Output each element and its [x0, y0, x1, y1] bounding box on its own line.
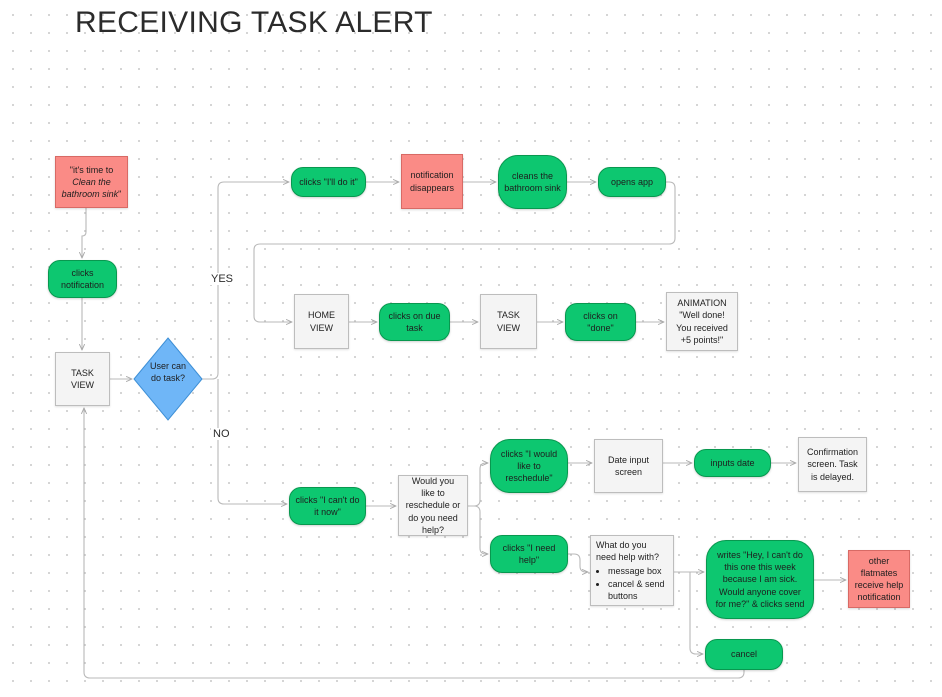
- help-options-screen: What do you need help with? message box …: [590, 535, 674, 606]
- clicks-reschedule-step[interactable]: clicks "I would like to reschedule": [490, 439, 568, 493]
- alert-prefix: "it's time to: [69, 164, 114, 175]
- connector: [568, 553, 588, 572]
- animation-screen: ANIMATION "Well done! You received +5 po…: [666, 292, 738, 351]
- home-view-screen: HOME VIEW: [294, 294, 349, 349]
- date-input-screen: Date input screen: [594, 439, 663, 493]
- connector: [217, 379, 287, 504]
- decision-label: User can do task?: [150, 361, 187, 384]
- notification-disappears-step: notification disappears: [401, 154, 463, 209]
- help-item: message box: [608, 565, 668, 577]
- help-items-list: message box cancel & send buttons: [596, 565, 668, 601]
- opens-app-step[interactable]: opens app: [598, 167, 666, 197]
- clicks-cant-do-step[interactable]: clicks "I can't do it now": [289, 487, 366, 525]
- task-alert-notification: "it's time to Clean the bathroom sink": [55, 156, 128, 208]
- help-item: cancel & send buttons: [608, 578, 668, 602]
- clicks-need-help-step[interactable]: clicks "I need help": [490, 535, 568, 573]
- confirmation-screen: Confirmation screen. Task is delayed.: [798, 437, 867, 492]
- connector: [84, 408, 745, 679]
- reschedule-question-screen: Would you like to reschedule or do you n…: [398, 475, 468, 536]
- no-label: NO: [211, 428, 232, 440]
- writes-message-step[interactable]: writes "Hey, I can't do this one this we…: [706, 540, 814, 619]
- connector: [468, 505, 488, 554]
- task-view-start: TASK VIEW: [55, 352, 110, 406]
- yes-label: YES: [209, 273, 236, 285]
- inputs-date-step[interactable]: inputs date: [694, 449, 771, 477]
- decision-diamond: [133, 337, 203, 421]
- clicks-done-step[interactable]: clicks on "done": [565, 303, 636, 341]
- cleans-sink-step: cleans the bathroom sink: [498, 155, 567, 209]
- animation-title: ANIMATION: [677, 298, 727, 309]
- other-flatmates-notification: other flatmates receive help notificatio…: [848, 550, 910, 608]
- connector: [468, 463, 488, 507]
- connector: [689, 572, 703, 654]
- animation-message: "Well done! You received +5 points!": [676, 310, 728, 345]
- connector: [82, 208, 87, 258]
- alert-suffix: ": [118, 189, 122, 200]
- help-question: What do you need help with?: [596, 540, 660, 563]
- connector: [253, 181, 676, 322]
- task-view-screen: TASK VIEW: [480, 294, 537, 349]
- clicks-ill-do-it-step[interactable]: clicks "I'll do it": [291, 167, 366, 197]
- clicks-due-task-step[interactable]: clicks on due task: [379, 303, 450, 341]
- cancel-step[interactable]: cancel: [705, 639, 783, 670]
- page-title: RECEIVING TASK ALERT: [75, 6, 433, 39]
- alert-task-name: Clean the bathroom sink: [61, 176, 119, 200]
- clicks-notification-step[interactable]: clicks notification: [48, 260, 117, 298]
